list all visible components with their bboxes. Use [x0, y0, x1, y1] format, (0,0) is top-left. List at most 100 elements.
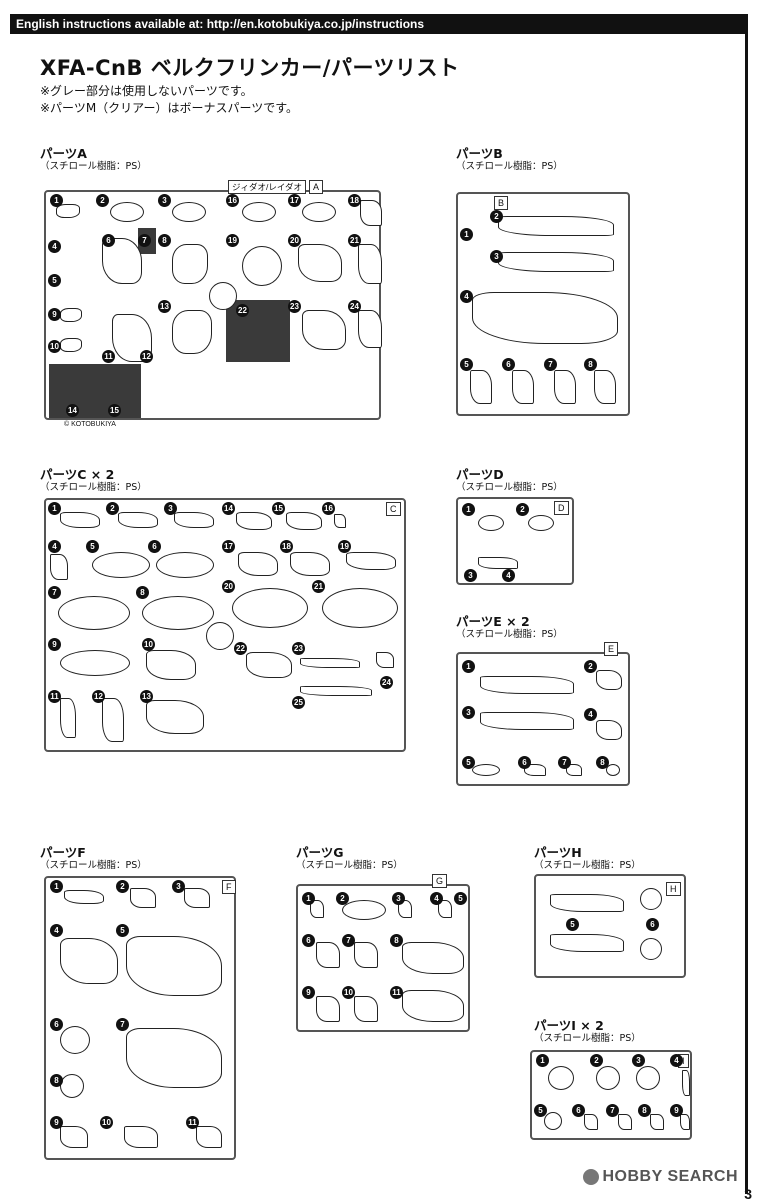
part-b4: [472, 292, 618, 344]
section-c-heading: パーツC × 2 （スチロール樹脂：PS）: [40, 467, 147, 494]
runner-g-label: G: [432, 874, 448, 888]
section-c-material: （スチロール樹脂：PS）: [40, 482, 147, 493]
runner-c-label: C: [386, 502, 401, 516]
part-c1: [60, 512, 100, 528]
note-clear-parts: ※パーツM（クリアー）はボーナスパーツです。: [40, 101, 299, 115]
part-a16: [242, 202, 276, 222]
part-c4: [50, 554, 68, 580]
runner-c: C 1 2 3 14 15 16 4 5 6 17 18 19 7 8 20 2…: [44, 498, 406, 752]
runner-d: D 1 2 3 4: [456, 497, 574, 585]
num-a8: 8: [158, 234, 171, 247]
part-h5-bottom: [550, 934, 624, 952]
part-i6: [584, 1114, 598, 1130]
part-f10: [124, 1126, 158, 1148]
num-e5: 5: [462, 756, 475, 769]
num-e2: 2: [584, 660, 597, 673]
section-i-title: パーツI × 2: [534, 1018, 604, 1033]
num-c22: 22: [234, 642, 247, 655]
runner-a: ジィダオ/レイダオ A 1 2 3 16 17 18 4 5 6 7 8 19 …: [44, 180, 382, 420]
num-c11: 11: [48, 690, 61, 703]
section-i-material: （スチロール樹脂：PS）: [534, 1033, 641, 1044]
num-c6: 6: [148, 540, 161, 553]
num-c18: 18: [280, 540, 293, 553]
part-f3: [184, 888, 210, 908]
part-d2: [528, 515, 554, 531]
part-a18: [360, 200, 382, 226]
section-f-heading: パーツF （スチロール樹脂：PS）: [40, 845, 147, 872]
num-g11: 11: [390, 986, 403, 999]
part-b7: [554, 370, 576, 404]
num-b3: 3: [490, 250, 503, 263]
watermark-text: HOBBY SEARCH: [602, 1168, 738, 1185]
part-i4: [682, 1070, 690, 1096]
num-i9: 9: [670, 1104, 683, 1117]
part-a8: [172, 244, 208, 284]
section-h-material: （スチロール樹脂：PS）: [534, 860, 641, 871]
num-b4: 4: [460, 290, 473, 303]
part-i9: [680, 1114, 690, 1130]
part-a20: [298, 244, 342, 282]
part-h5-top: [550, 894, 624, 912]
part-c3: [174, 512, 214, 528]
part-g6: [316, 942, 340, 968]
num-g8: 8: [390, 934, 403, 947]
num-g4: 4: [430, 892, 443, 905]
num-i8: 8: [638, 1104, 651, 1117]
num-c15: 15: [272, 502, 285, 515]
runner-a-sublabel: ジィダオ/レイダオ: [228, 180, 307, 194]
part-f1: [64, 890, 104, 904]
num-e7: 7: [558, 756, 571, 769]
num-e8: 8: [596, 756, 609, 769]
part-i5: [544, 1112, 562, 1130]
num-c21: 21: [312, 580, 325, 593]
num-c17: 17: [222, 540, 235, 553]
part-d1: [478, 515, 504, 531]
runner-g: G 1 2 3 4 5 6 7 8 9 10 11: [296, 874, 470, 1032]
num-a19: 19: [226, 234, 239, 247]
section-c-title: パーツC × 2: [40, 467, 115, 482]
num-c8: 8: [136, 586, 149, 599]
num-g9: 9: [302, 986, 315, 999]
part-c2: [118, 512, 158, 528]
part-e8: [606, 764, 620, 776]
part-e3: [480, 712, 574, 730]
part-e6: [524, 764, 546, 776]
part-c7: [58, 596, 130, 630]
section-g-title: パーツG: [296, 845, 344, 860]
num-b6: 6: [502, 358, 515, 371]
part-c24: [376, 652, 394, 668]
num-d4: 4: [502, 569, 515, 582]
num-a17: 17: [288, 194, 301, 207]
part-e4: [596, 720, 622, 740]
page-number: 3: [744, 1186, 752, 1202]
part-c5: [92, 552, 150, 578]
section-d-material: （スチロール樹脂：PS）: [456, 482, 563, 493]
section-a-title: パーツA: [40, 146, 87, 161]
num-f3: 3: [172, 880, 185, 893]
part-c9: [60, 650, 130, 676]
num-f7: 7: [116, 1018, 129, 1031]
section-a-material: （スチロール樹脂：PS）: [40, 161, 147, 172]
num-f4: 4: [50, 924, 63, 937]
runner-d-label: D: [554, 501, 569, 515]
num-a12: 12: [140, 350, 153, 363]
url-banner: English instructions available at: http:…: [10, 14, 745, 34]
section-h-heading: パーツH （スチロール樹脂：PS）: [534, 845, 641, 872]
num-i2: 2: [590, 1054, 603, 1067]
part-c16: [334, 514, 346, 528]
num-f1: 1: [50, 880, 63, 893]
part-i8: [650, 1114, 664, 1130]
part-i3: [636, 1066, 660, 1090]
num-g1: 1: [302, 892, 315, 905]
part-g9: [316, 996, 340, 1022]
runner-f-label: F: [222, 880, 236, 894]
part-a13: [172, 310, 212, 354]
num-a9: 9: [48, 308, 61, 321]
section-b-heading: パーツB （スチロール樹脂：PS）: [456, 146, 563, 173]
num-e1: 1: [462, 660, 475, 673]
num-a7: 7: [138, 234, 151, 247]
num-a20: 20: [288, 234, 301, 247]
part-a21: [358, 244, 382, 284]
part-c25: [300, 686, 372, 696]
num-c24: 24: [380, 676, 393, 689]
